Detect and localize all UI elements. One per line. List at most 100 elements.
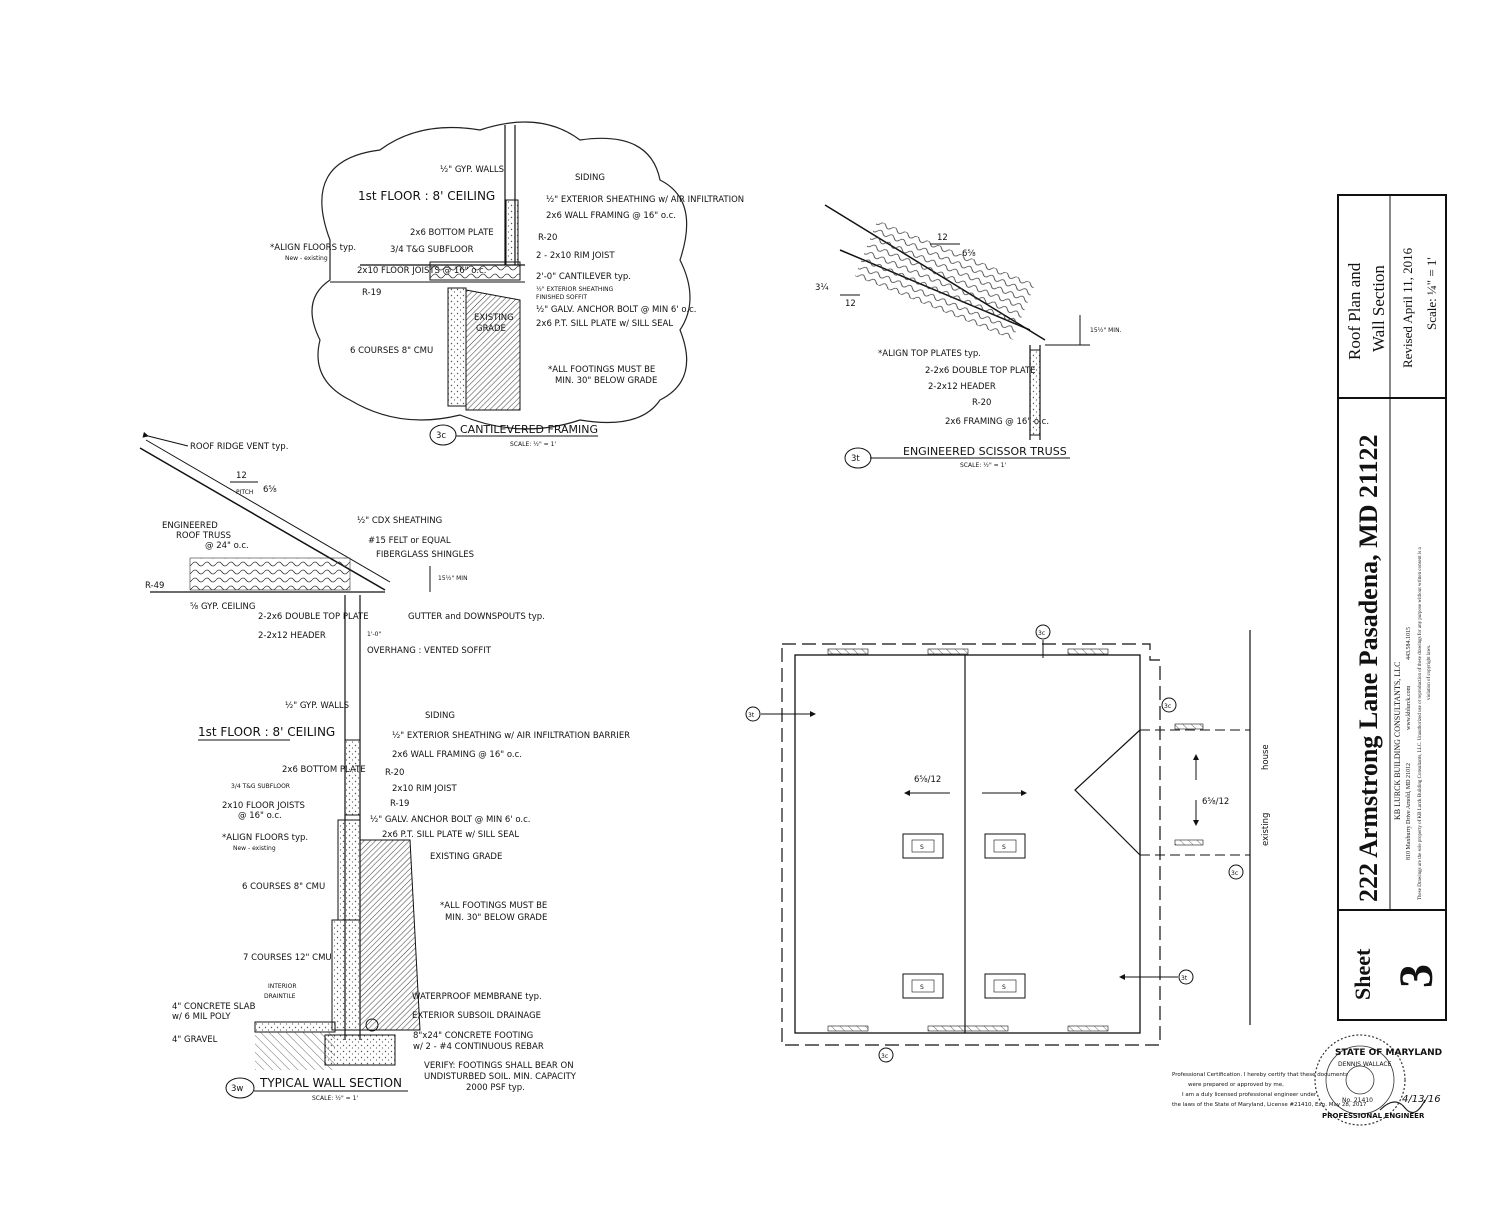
wall-joists-1: 2x10 FLOOR JOISTS	[222, 801, 305, 811]
cert-line-3: I am a duly licensed professional engine…	[1182, 1092, 1317, 1098]
label-ext-sheathing: ½" EXTERIOR SHEATHING	[536, 286, 614, 293]
drawing-scale: Scale: ¼" = 1'	[1424, 257, 1439, 330]
label-existing: existing	[1261, 813, 1271, 846]
label-first-floor: 1st FLOOR : 8' CEILING	[358, 189, 495, 203]
wall-truss-1: ENGINEERED	[162, 521, 218, 531]
wall-sill: 2x6 P.T. SILL PLATE w/ SILL SEAL	[382, 830, 519, 840]
svg-text:3c: 3c	[1038, 630, 1045, 637]
wall-siding: SIDING	[425, 711, 455, 721]
wall-rise: 6⅝	[263, 485, 277, 495]
wall-slab-1: 4" CONCRETE SLAB	[172, 1002, 256, 1012]
wall-overhang-dim: 1'-0"	[367, 631, 381, 638]
label-footings-1: *ALL FOOTINGS MUST BE	[548, 365, 655, 375]
wall-subfloor: 3/4 T&G SUBFLOOR	[231, 783, 290, 790]
label-sheathing: ½" EXTERIOR SHEATHING w/ AIR INFILTRATIO…	[546, 195, 744, 205]
seal-name: DENNIS WALLACE	[1338, 1061, 1392, 1068]
wall-grade: EXISTING GRADE	[430, 852, 502, 862]
label-gyp-walls: ½" GYP. WALLS	[440, 165, 504, 175]
wall-cdx: ½" CDX SHEATHING	[357, 516, 442, 526]
svg-text:3c: 3c	[1231, 870, 1238, 877]
detail-tag-3c: 3c	[429, 424, 457, 446]
copyright-line-2: violation of copyright laws.	[1427, 645, 1432, 700]
copyright-line-1: These Drawings are the sole property of …	[1418, 547, 1423, 900]
wall-new-existing: New - existing	[233, 845, 276, 852]
scale-cantilevered-framing: SCALE: ½" = 1'	[510, 441, 556, 448]
sheet-title-2: Wall Section	[1369, 265, 1388, 352]
svg-text:3t: 3t	[1181, 975, 1188, 982]
title-scissor-truss: ENGINEERED SCISSOR TRUSS	[903, 445, 1067, 458]
label-floor-joists: 2x10 FLOOR JOISTS @ 16" o.c.	[357, 266, 486, 276]
label-soffit: FINISHED SOFFIT	[536, 294, 587, 301]
pitch-side: 6⅝/12	[1202, 797, 1229, 807]
wall-overhang: OVERHANG : VENTED SOFFIT	[367, 646, 492, 656]
firm-name: KB LURCK BUILDING CONSULTANTS, LLC	[1393, 662, 1402, 820]
svg-text:3t: 3t	[851, 454, 860, 464]
skylight: S	[902, 833, 944, 859]
detail-cantilevered-framing: ½" GYP. WALLS SIDING 1st FLOOR : 8' CEIL…	[270, 121, 744, 448]
firm-phone: 443.584.1015	[1406, 627, 1412, 660]
pitch-main: 6⅝/12	[914, 775, 941, 785]
section-marker-3c-top: 3c	[1035, 624, 1051, 658]
seal-number: No. 21410	[1342, 1097, 1373, 1104]
wall-footings-1: *ALL FOOTINGS MUST BE	[440, 901, 547, 911]
wall-verify-1: VERIFY: FOOTINGS SHALL BEAR ON	[424, 1061, 574, 1071]
truss-heel: 15½" MIN.	[1090, 327, 1122, 334]
section-marker-3c-bottom: 3c	[878, 1047, 894, 1063]
section-marker-3t-left: 3t	[745, 706, 816, 722]
title-cantilevered-framing: CANTILEVERED FRAMING	[460, 423, 598, 436]
svg-text:3c: 3c	[436, 431, 446, 441]
scale-typical-wall-section: SCALE: ½" = 1'	[312, 1095, 358, 1102]
section-marker-3c-right: 3c	[1161, 697, 1177, 713]
wall-subsoil: EXTERIOR SUBSOIL DRAINAGE	[412, 1011, 541, 1021]
svg-text:S: S	[1002, 984, 1006, 991]
truss-align: *ALIGN TOP PLATES typ.	[878, 349, 981, 359]
engineer-seal: STATE OF MARYLAND DENNIS WALLACE No. 214…	[1314, 1034, 1442, 1126]
sheet-number: 3	[1390, 964, 1443, 988]
section-marker-3c-lower: 3c	[1228, 864, 1244, 880]
detail-scissor-truss: 12 6⅝ 3¼ 12 15½" MIN. *ALIGN TOP PLATES …	[815, 204, 1122, 469]
truss-run: 12	[937, 233, 948, 243]
project-address: 222 Armstrong Lane Pasadena, MD 21122	[1354, 434, 1383, 902]
label-sill-plate: 2x6 P.T. SILL PLATE w/ SILL SEAL	[536, 319, 673, 329]
wall-first-floor: 1st FLOOR : 8' CEILING	[198, 725, 335, 739]
wall-sheathing: ½" EXTERIOR SHEATHING w/ AIR INFILTRATIO…	[392, 731, 630, 741]
wall-membrane: WATERPROOF MEMBRANE typ.	[412, 992, 542, 1002]
truss-rise-2: 3¼	[815, 283, 829, 293]
detail-tag-3t: 3t	[844, 447, 872, 469]
label-wall-framing: 2x6 WALL FRAMING @ 16" o.c.	[546, 211, 676, 221]
truss-r20: R-20	[972, 398, 991, 408]
label-cmu: 6 COURSES 8" CMU	[350, 346, 433, 356]
label-existing: EXISTING	[474, 313, 514, 323]
svg-text:3t: 3t	[748, 712, 755, 719]
svg-text:3c: 3c	[881, 1053, 888, 1060]
wall-top-plate: 2-2x6 DOUBLE TOP PLATE	[258, 612, 369, 622]
label-r20: R-20	[538, 233, 557, 243]
wall-footings-2: MIN. 30" BELOW GRADE	[445, 913, 547, 923]
wall-verify-3: 2000 PSF typ.	[466, 1083, 525, 1093]
label-siding: SIDING	[575, 173, 605, 183]
wall-pitch: PITCH	[236, 489, 253, 496]
wall-footing-2: w/ 2 - #4 CONTINUOUS REBAR	[413, 1042, 544, 1052]
wall-truss-3: @ 24" o.c.	[205, 541, 249, 551]
skylight: S	[984, 973, 1026, 999]
wall-gutter: GUTTER and DOWNSPOUTS typ.	[408, 612, 545, 622]
cert-line-4: the laws of the State of Maryland, Licen…	[1172, 1102, 1367, 1108]
label-cantilever: 2'-0" CANTILEVER typ.	[536, 272, 631, 282]
label-house: house	[1261, 744, 1271, 770]
wall-gravel: 4" GRAVEL	[172, 1035, 218, 1045]
seal-state: STATE OF MARYLAND	[1335, 1048, 1442, 1058]
svg-text:S: S	[920, 984, 924, 991]
truss-top-plate: 2-2x6 DOUBLE TOP PLATE	[925, 366, 1036, 376]
wall-r19: R-19	[390, 799, 409, 809]
wall-joists-2: @ 16" o.c.	[238, 811, 282, 821]
skylight: S	[984, 833, 1026, 859]
roof-plan: S S S S 6⅝/12 6⅝/12 existing house 3c	[745, 624, 1271, 1063]
wall-bottom-plate: 2x6 BOTTOM PLATE	[282, 765, 366, 775]
wall-cmu8: 6 COURSES 8" CMU	[242, 882, 325, 892]
certification-block: Professional Certification. I hereby cer…	[1172, 1072, 1367, 1108]
revised-date: Revised April 11, 2016	[1400, 247, 1415, 368]
truss-header: 2-2x12 HEADER	[928, 382, 996, 392]
svg-text:S: S	[1002, 844, 1006, 851]
wall-heel: 15½" MIN	[438, 575, 468, 582]
